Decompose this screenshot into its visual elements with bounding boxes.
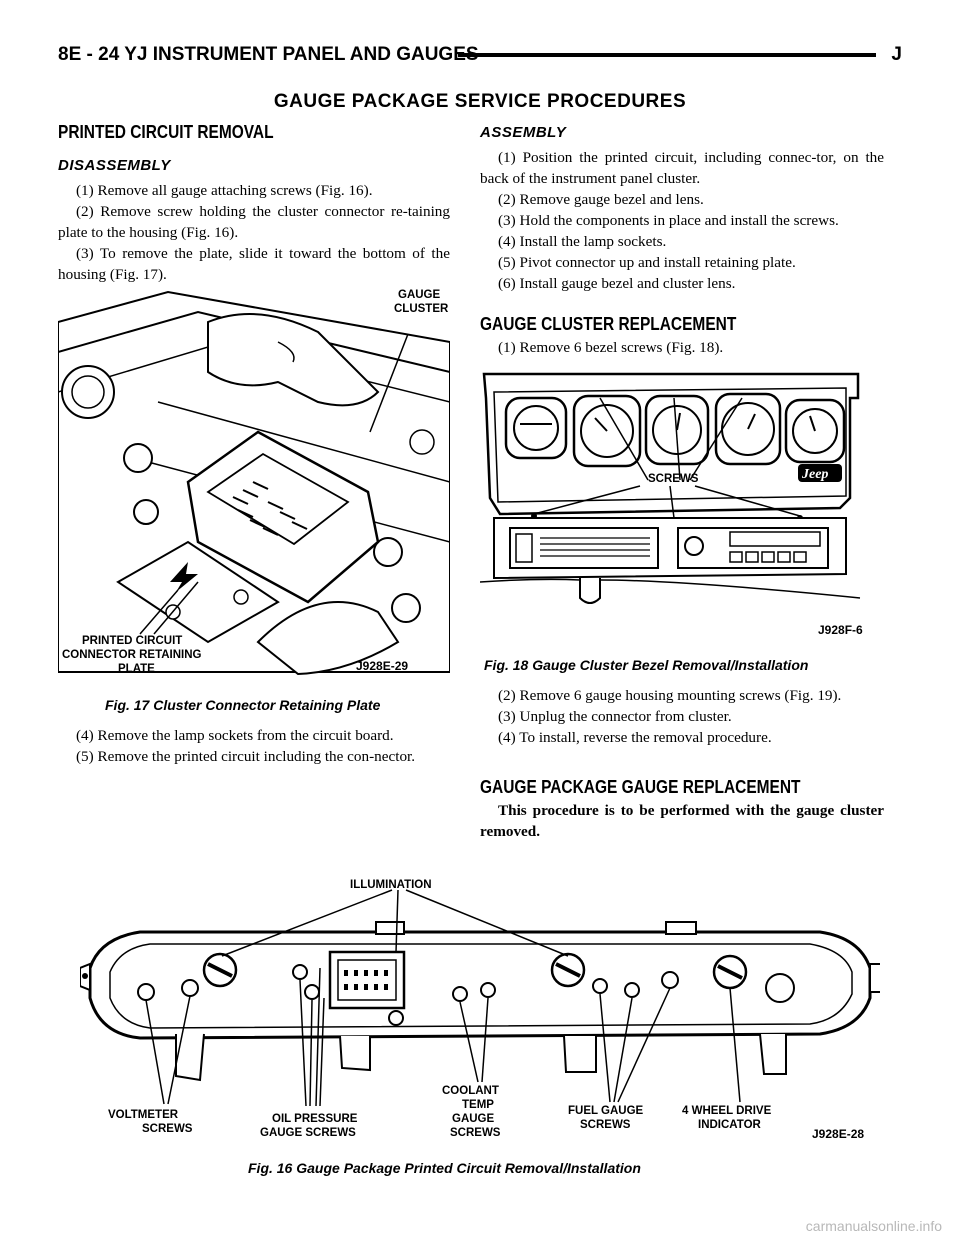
- assembly-step-3: (3) Hold the components in place and ins…: [498, 212, 839, 229]
- label-printed-circuit-2: CONNECTOR RETAINING: [62, 649, 202, 661]
- label-screws: SCREWS: [648, 473, 699, 485]
- cluster-step-4: (4) To install, reverse the removal proc…: [498, 729, 772, 746]
- cluster-step-2: (2) Remove 6 gauge housing mounting scre…: [498, 687, 842, 704]
- label-gauge-cluster-1: GAUGE: [398, 289, 441, 301]
- cluster-step-3: (3) Unplug the connector from cluster.: [498, 708, 732, 725]
- assembly-step-2: (2) Remove gauge bezel and lens.: [498, 191, 704, 208]
- step-4: (4) Remove the lamp sockets from the cir…: [76, 727, 394, 744]
- label-illumination: ILLUMINATION: [350, 879, 432, 891]
- label-oil-2: GAUGE SCREWS: [260, 1127, 356, 1139]
- cluster-step-1: (1) Remove 6 bezel screws (Fig. 18).: [498, 339, 724, 356]
- assembly-step-4: (4) Install the lamp sockets.: [498, 233, 667, 250]
- figure-16-caption: Fig. 16 Gauge Package Printed Circuit Re…: [248, 1160, 641, 1176]
- figure-17-caption: Fig. 17 Cluster Connector Retaining Plat…: [105, 697, 381, 713]
- label-4wd-2: INDICATOR: [698, 1119, 762, 1131]
- label-printed-circuit-3: PLATE: [118, 663, 155, 675]
- step-1: (1) Remove all gauge attaching screws (F…: [76, 182, 373, 199]
- header-letter: J: [891, 44, 902, 65]
- label-gauge-cluster-2: CLUSTER: [394, 303, 449, 315]
- label-4wd-1: 4 WHEEL DRIVE: [682, 1105, 772, 1117]
- watermark: carmanualsonline.info: [805, 1218, 942, 1234]
- step-5: (5) Remove the printed circuit including…: [76, 748, 416, 765]
- figure-18-bezel: Jeep SCREWS: [480, 368, 884, 654]
- label-voltmeter-1: VOLTMETER: [108, 1109, 179, 1121]
- label-fuel-1: FUEL GAUGE: [568, 1105, 644, 1117]
- cluster-steps-continued: (2) Remove 6 gauge housing mounting scre…: [480, 685, 884, 748]
- label-printed-circuit-1: PRINTED CIRCUIT: [82, 635, 182, 647]
- figure-code: J928F-6: [818, 623, 863, 637]
- section-title-printed-circuit-removal: PRINTED CIRCUIT REMOVAL: [58, 122, 274, 142]
- page-title: GAUGE PACKAGE SERVICE PROCEDURES: [273, 91, 687, 112]
- figure-code: J928E-28: [812, 1127, 864, 1141]
- label-coolant-1: COOLANT: [442, 1085, 499, 1097]
- section-title-gauge-cluster-replacement: GAUGE CLUSTER REPLACEMENT: [480, 314, 737, 334]
- label-coolant-4: SCREWS: [450, 1127, 501, 1139]
- figure-17-cluster-connector: GAUGE CLUSTER PRINTED CIRCUIT CONNECTOR …: [58, 282, 450, 680]
- jeep-logo: Jeep: [801, 467, 828, 482]
- disassembly-steps: (1) Remove all gauge attaching screws (F…: [58, 180, 450, 285]
- subsection-title-disassembly: DISASSEMBLY: [58, 157, 171, 174]
- label-coolant-2: TEMP: [462, 1099, 494, 1111]
- label-voltmeter-2: SCREWS: [142, 1123, 193, 1135]
- assembly-step-5: (5) Pivot connector up and install retai…: [498, 254, 796, 271]
- header-rule: [458, 53, 876, 57]
- section-title-gauge-package-replacement: GAUGE PACKAGE GAUGE REPLACEMENT: [480, 777, 801, 797]
- header-title: 8E - 24 YJ INSTRUMENT PANEL AND GAUGES: [58, 44, 479, 65]
- assembly-step-6: (6) Install gauge bezel and cluster lens…: [498, 275, 736, 292]
- assembly-steps: (1) Position the printed circuit, includ…: [480, 147, 884, 294]
- disassembly-steps-continued: (4) Remove the lamp sockets from the cir…: [58, 725, 450, 767]
- label-oil-1: OIL PRESSURE: [272, 1113, 358, 1125]
- note-text: This procedure is to be performed with t…: [480, 802, 884, 840]
- figure-code: J928E-29: [356, 659, 408, 673]
- subsection-title-assembly: ASSEMBLY: [480, 124, 567, 141]
- running-header: 8E - 24 YJ INSTRUMENT PANEL AND GAUGES J: [58, 44, 902, 70]
- cluster-step-1-block: (1) Remove 6 bezel screws (Fig. 18).: [480, 337, 884, 358]
- step-3: (3) To remove the plate, slide it toward…: [58, 245, 450, 283]
- figure-16-printed-circuit: ILLUMINATION VOLTMETER SCREWS OIL PRESSU…: [80, 868, 880, 1158]
- label-coolant-3: GAUGE: [452, 1113, 495, 1125]
- label-fuel-2: SCREWS: [580, 1119, 631, 1131]
- figure-18-caption: Fig. 18 Gauge Cluster Bezel Removal/Inst…: [484, 657, 809, 673]
- gauge-package-note: This procedure is to be performed with t…: [480, 800, 884, 842]
- step-2: (2) Remove screw holding the cluster con…: [58, 203, 450, 241]
- assembly-step-1: (1) Position the printed circuit, includ…: [480, 149, 884, 187]
